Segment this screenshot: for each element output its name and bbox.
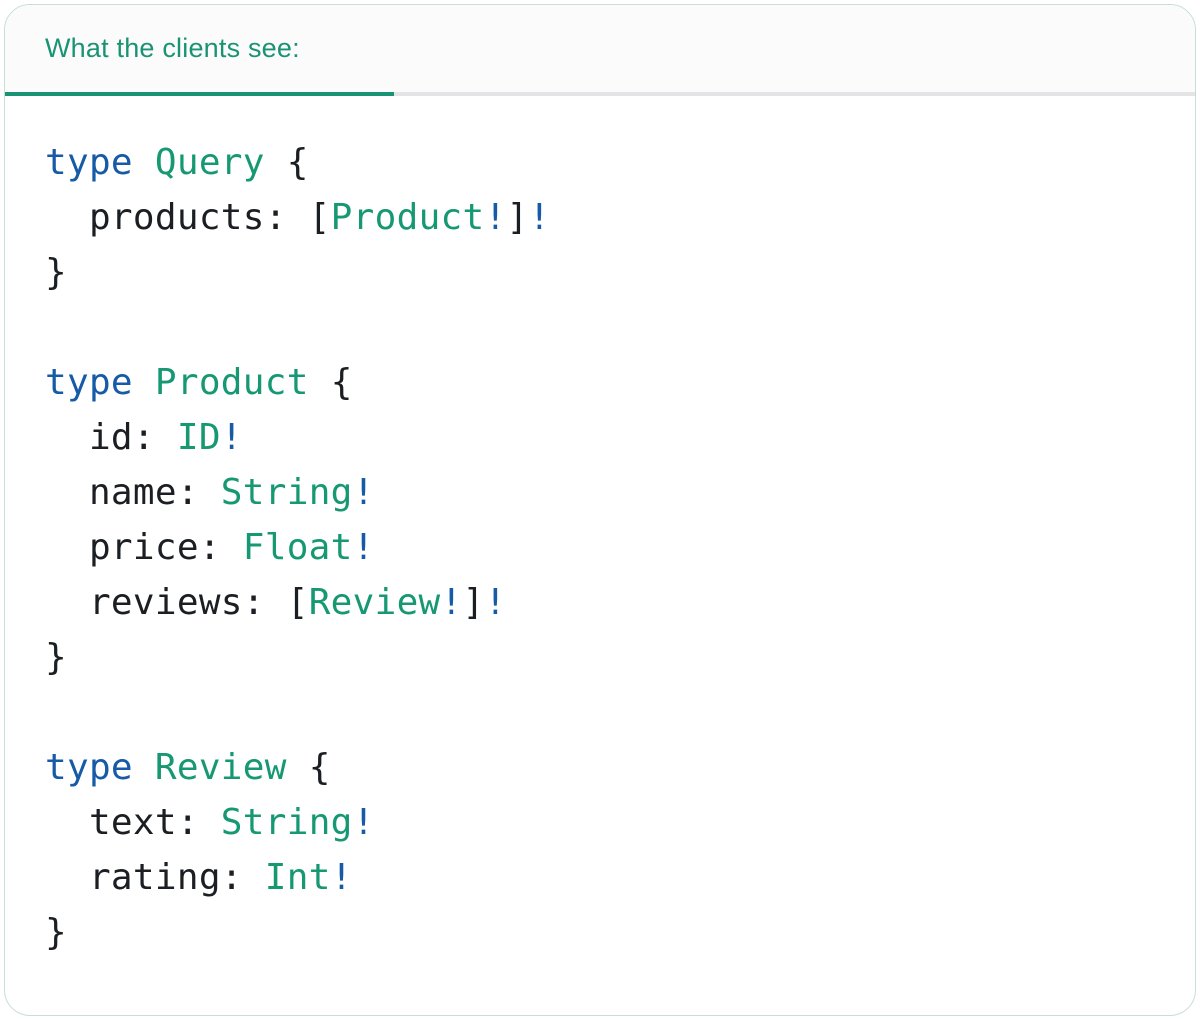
code-token-kw: type	[45, 362, 133, 403]
code-line	[45, 685, 1195, 740]
code-line	[45, 300, 1195, 355]
code-token-kw: !	[440, 582, 463, 623]
code-token-ty: Product	[330, 197, 485, 238]
code-line: price: Float!	[45, 520, 1195, 575]
code-token-ty: String	[220, 802, 353, 843]
code-line: reviews: [Review!]!	[45, 575, 1195, 630]
code-token-ty: Review	[154, 747, 287, 788]
code-line: type Query {	[45, 135, 1195, 190]
code-token-ty: Product	[154, 362, 309, 403]
code-token-pl: }	[45, 252, 67, 293]
code-token-kw: !	[220, 417, 243, 458]
code-token-pl: name:	[45, 472, 221, 513]
code-token-ty: ID	[176, 417, 221, 458]
code-token-pl: {	[264, 142, 309, 183]
code-line: id: ID!	[45, 410, 1195, 465]
active-tab-underline	[5, 92, 394, 96]
code-token-pl: }	[45, 912, 67, 953]
code-token-pl	[133, 142, 155, 183]
code-token-pl: price:	[45, 527, 243, 568]
code-token-pl: ]	[506, 197, 529, 238]
code-line: rating: Int!	[45, 850, 1195, 905]
code-token-kw: type	[45, 142, 133, 183]
code-token-kw: !	[352, 472, 375, 513]
code-token-kw: !	[484, 197, 507, 238]
code-token-ty: Review	[308, 582, 441, 623]
code-token-pl: id:	[45, 417, 177, 458]
tab-what-clients-see[interactable]: What the clients see:	[45, 5, 300, 92]
code-block: type Query { products: [Product!]!} type…	[5, 96, 1195, 960]
code-token-pl: reviews: [	[45, 582, 309, 623]
code-card: What the clients see: type Query { produ…	[4, 4, 1196, 1016]
code-token-pl: {	[308, 362, 353, 403]
code-token-kw: !	[528, 197, 551, 238]
code-line: }	[45, 245, 1195, 300]
code-line: }	[45, 630, 1195, 685]
code-token-pl	[133, 362, 155, 403]
code-card-header: What the clients see:	[5, 5, 1195, 96]
code-line: products: [Product!]!	[45, 190, 1195, 245]
code-line: name: String!	[45, 465, 1195, 520]
code-token-pl: {	[286, 747, 331, 788]
code-token-pl: products: [	[45, 197, 331, 238]
code-token-kw: !	[484, 582, 507, 623]
code-line: }	[45, 905, 1195, 960]
code-line: text: String!	[45, 795, 1195, 850]
code-token-kw: type	[45, 747, 133, 788]
code-token-ty: Float	[242, 527, 353, 568]
code-token-pl: text:	[45, 802, 221, 843]
code-token-kw: !	[330, 857, 353, 898]
code-token-pl: rating:	[45, 857, 265, 898]
code-token-ty: Query	[154, 142, 265, 183]
code-line: type Review {	[45, 740, 1195, 795]
code-token-pl: ]	[462, 582, 485, 623]
code-token-kw: !	[352, 802, 375, 843]
tab-label: What the clients see:	[45, 33, 300, 63]
code-token-ty: Int	[264, 857, 331, 898]
code-token-kw: !	[352, 527, 375, 568]
code-token-ty: String	[220, 472, 353, 513]
code-token-pl	[133, 747, 155, 788]
code-token-pl: }	[45, 637, 67, 678]
code-line: type Product {	[45, 355, 1195, 410]
